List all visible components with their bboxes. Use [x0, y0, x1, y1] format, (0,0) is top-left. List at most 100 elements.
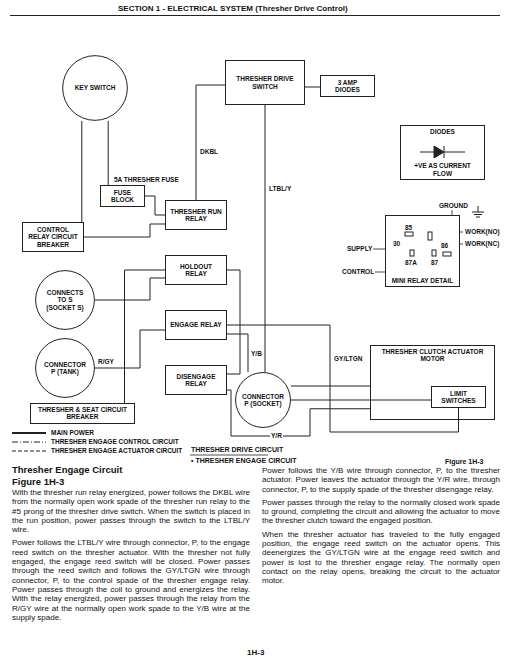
wire-code: GY/LTGN	[333, 355, 363, 362]
wire	[305, 87, 320, 88]
legend-sample	[12, 451, 46, 452]
diode-body	[434, 146, 444, 158]
relay-pin	[428, 232, 432, 240]
figure-caption: Figure 1H-3	[445, 458, 484, 465]
relay-box: HOLDOUT RELAY	[165, 255, 227, 285]
ground-bar	[472, 212, 484, 213]
detail-box: DIODES +VE AS CURRENT FLOW	[400, 125, 485, 180]
wire-code: Y/R	[270, 432, 283, 439]
node-text: HOLDOUT RELAY	[169, 263, 223, 278]
wire	[265, 105, 266, 372]
relay-pin	[410, 250, 414, 256]
pin-number: 30	[392, 240, 401, 247]
wire	[84, 224, 165, 237]
body-paragraph: Power follows the LTBL/Y wire through co…	[12, 538, 250, 622]
wire-code: Y/B	[250, 350, 263, 357]
diode-lead	[444, 152, 465, 153]
header-rule	[10, 15, 500, 16]
wire	[145, 196, 165, 215]
node-text: LIMIT SWITCHES	[435, 390, 482, 405]
relay-pin	[405, 232, 413, 236]
actuator-box: THRESHER CLUTCH ACTUATOR MOTOR LIMIT SWIT…	[370, 345, 495, 420]
wire	[95, 330, 165, 368]
leader-line	[372, 249, 385, 250]
terminal-name: SUPPLY	[346, 245, 373, 252]
diode-lead	[420, 152, 434, 153]
legend-text: THRESHER ENGAGE ACTUATOR CIRCUIT	[50, 447, 183, 454]
leader-line	[460, 232, 463, 233]
pin-number: 86	[440, 242, 449, 249]
diagram-title: THRESHER DRIVE CIRCUIT	[190, 446, 284, 454]
node-text: +VE AS CURRENT FLOW	[404, 162, 481, 177]
connector-circle: CONNECTS TO S (SOCKET S)	[35, 270, 95, 330]
ground-bar	[476, 217, 480, 218]
wire-code: R/GY	[97, 358, 115, 365]
title-underline	[190, 455, 268, 456]
node-text: KEY SWITCH	[74, 84, 117, 91]
wire	[125, 270, 166, 403]
text-column: Thresher Engage CircuitFigure 1H-3With t…	[12, 464, 250, 626]
wire	[291, 400, 431, 401]
ground-symbol	[472, 206, 484, 217]
terminal-name: WORK(NO)	[464, 228, 501, 235]
pin-number: 87A	[404, 259, 418, 266]
node-text: CONNECTOR P (SOCKET)	[241, 393, 285, 408]
limit-switch-box: LIMIT SWITCHES	[431, 386, 486, 408]
legend-text: MAIN POWER	[50, 429, 95, 436]
node-text: DISENGAGE RELAY	[169, 373, 223, 388]
wire	[291, 386, 370, 387]
wire	[108, 121, 109, 185]
pin-number: 87	[430, 259, 439, 266]
relay-pin	[432, 250, 436, 256]
node-text: CONNECTOR P (TANK)	[43, 361, 87, 376]
legend-text: THRESHER ENGAGE CONTROL CIRCUIT	[50, 438, 180, 445]
leader-line	[374, 272, 385, 273]
connector-circle: CONNECTOR P (SOCKET)	[235, 372, 291, 428]
legend-sample	[12, 442, 46, 443]
circle-outline	[36, 339, 95, 398]
page-number: 1H-3	[247, 648, 264, 657]
relay-box: THRESHER RUN RELAY	[165, 200, 227, 230]
body-paragraph: Power follows the Y/B wire through conne…	[262, 466, 500, 494]
diode-box: 3 AMP DIODES	[320, 75, 375, 97]
relay-pins	[405, 232, 451, 256]
node-text: THRESHER & SEAT CIRCUIT BREAKER	[34, 406, 131, 421]
terminal-name: GROUND	[438, 202, 469, 209]
node-text: FUSE BLOCK	[104, 189, 141, 204]
wire	[196, 85, 225, 200]
wire	[227, 334, 248, 372]
wire	[95, 278, 165, 300]
body-paragraph: When the thresher actuator has traveled …	[262, 530, 500, 586]
node-text: 3 AMP DIODES	[324, 79, 371, 94]
breaker-box: CONTROL RELAY CIRCUIT BREAKER	[22, 222, 84, 252]
wire-label: 5A THRESHER FUSE	[113, 176, 180, 183]
relay-box: DISENGAGE RELAY	[165, 365, 227, 395]
connector-circle: CONNECTOR P (TANK)	[35, 338, 95, 398]
switch-box: THRESHER DRIVE SWITCH	[225, 60, 305, 105]
ground-lead	[478, 206, 479, 212]
terminal-name: WORK(NC)	[464, 240, 500, 247]
relay-box: ENGAGE RELAY	[165, 310, 227, 340]
page-header: SECTION 1 - ELECTRICAL SYSTEM (Thresher …	[118, 4, 348, 13]
wire-code: DKBL	[199, 148, 219, 155]
wire	[227, 270, 240, 374]
detail-box: MINI RELAY DETAIL	[385, 215, 460, 287]
wire	[81, 121, 82, 222]
wire	[227, 325, 459, 432]
pin-number: 85	[404, 224, 413, 231]
node-text: THRESHER CLUTCH ACTUATOR MOTOR	[374, 348, 491, 363]
fuse-box: FUSE BLOCK	[100, 185, 145, 207]
node-text: DIODES	[429, 128, 456, 135]
node-text: ENGAGE RELAY	[169, 321, 222, 328]
node-text: THRESHER RUN RELAY	[169, 208, 223, 223]
circle-outline	[236, 373, 291, 428]
node-text: MINI RELAY DETAIL	[391, 277, 455, 284]
circle-outline	[63, 56, 128, 121]
body-paragraph: Power passes through the relay to the no…	[262, 498, 500, 526]
leader-line	[460, 244, 463, 245]
section-heading: Figure 1H-3	[12, 476, 250, 487]
relay-pin	[443, 252, 451, 256]
section-heading: Thresher Engage Circuit	[12, 464, 250, 475]
node-text: CONTROL RELAY CIRCUIT BREAKER	[26, 226, 80, 248]
node-text: THRESHER DRIVE SWITCH	[229, 75, 301, 90]
